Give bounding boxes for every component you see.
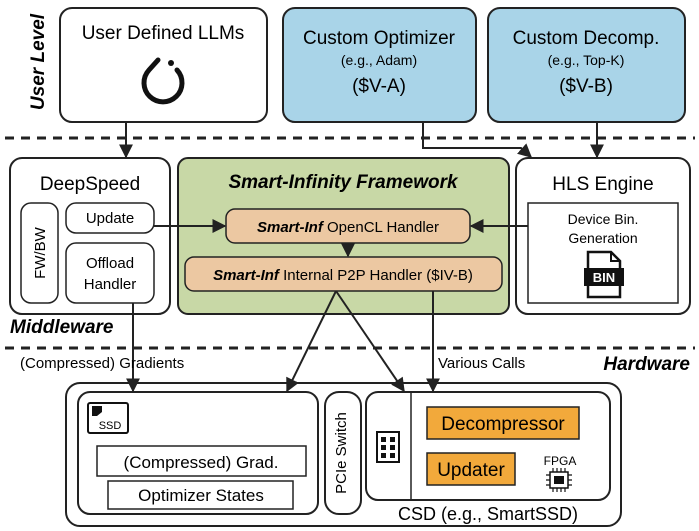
pcie-label: PCIe Switch [333,412,350,494]
optimizer-states-label: Optimizer States [138,486,264,505]
gradients-label: (Compressed) Gradients [20,355,184,372]
fpga-label: FPGA [544,454,577,468]
decompressor-label: Decompressor [441,414,565,435]
arrow-optimizer-to-hls [422,122,533,158]
optimizer-example: (e.g., Adam) [341,52,417,68]
bin-icon-label: BIN [593,270,615,285]
deepspeed-box: DeepSpeed FW/BW Update Offload Handler [9,157,171,315]
offload-handler-box [65,242,155,304]
csd-box: Decompressor Updater FPGA CSD (e.g., Sma… [365,391,611,524]
compressed-grad-box [96,445,307,477]
hls-engine-box: HLS Engine Device Bin. Generation BIN [515,157,691,315]
deepspeed-title: DeepSpeed [40,174,140,195]
ssd-box: SSD (Compressed) Grad. Optimizer States [77,391,319,515]
arrow-p2p-to-ssd [286,290,337,393]
pcie-switch: PCIe Switch [324,391,362,515]
arrow-p2p-to-csd [335,290,405,393]
updater-box [426,452,516,486]
chip-icon [546,468,572,492]
opencl-handler-label: Smart-Inf OpenCL Handler [257,219,439,236]
pytorch-logo-icon [141,57,185,105]
ssd-label: SSD [99,420,122,432]
framework-title: Smart-Infinity Framework [228,172,459,193]
decompressor-box [426,406,580,440]
p2p-handler-label: Smart-Inf Internal P2P Handler ($IV-B) [213,267,473,284]
hls-title: HLS Engine [552,174,653,195]
user-level-label: User Level [28,13,49,110]
device-bin-line2: Generation [568,230,637,246]
optimizer-states-box [107,480,294,510]
decomp-example: (e.g., Top-K) [548,52,625,68]
decomp-title: Custom Decomp. [513,28,660,49]
update-box [65,202,155,234]
fwbw-label: FW/BW [32,226,49,278]
middleware-level-label: Middleware [10,317,114,338]
user-defined-llms-box: User Defined LLMs [59,7,268,123]
custom-optimizer-box: Custom Optimizer (e.g., Adam) ($V-A) [282,7,477,123]
csd-label: CSD (e.g., SmartSSD) [398,504,578,524]
device-bin-line1: Device Bin. [568,211,639,227]
smart-infinity-framework-box: Smart-Infinity Framework Smart-Inf OpenC… [177,157,510,315]
connector-icon [376,431,400,463]
compressed-grad-label: (Compressed) Grad. [124,453,279,472]
offload-label-1: Offload [86,255,134,272]
updater-label: Updater [437,460,505,481]
optimizer-title: Custom Optimizer [303,28,456,49]
bin-file-icon: BIN [584,250,624,299]
custom-decomp-box: Custom Decomp. (e.g., Top-K) ($V-B) [487,7,686,123]
optimizer-ref: ($V-A) [352,76,406,97]
update-label: Update [86,210,134,227]
arrows [119,122,604,393]
hardware-level-label: Hardware [603,354,690,375]
fwbw-box [20,202,59,304]
calls-label: Various Calls [438,355,525,372]
decomp-ref: ($V-B) [559,76,613,97]
offload-label-2: Handler [84,276,137,293]
llm-box-title: User Defined LLMs [82,23,245,44]
ssd-icon: SSD [87,402,129,434]
